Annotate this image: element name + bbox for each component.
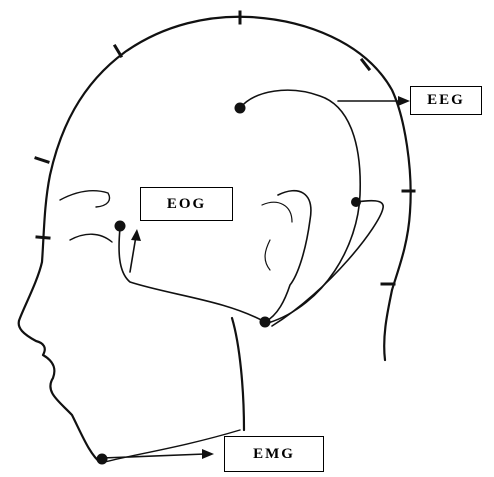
eeg-electrode — [235, 103, 246, 114]
tick-mark — [115, 46, 121, 56]
emg-electrode — [97, 454, 108, 465]
neck-line — [232, 318, 244, 430]
eeg-lead-secondary — [272, 201, 383, 326]
jaw-line — [101, 430, 240, 463]
eyebrow — [60, 191, 110, 207]
eye — [70, 234, 112, 242]
tick-mark — [37, 237, 49, 238]
reference-electrode — [260, 317, 271, 328]
head-outline — [19, 17, 411, 463]
emg-label: EMG — [224, 436, 324, 472]
emg-connector — [102, 454, 205, 458]
eeg-arrowhead — [398, 96, 410, 106]
ear-inner — [262, 202, 292, 270]
eog-arrowhead — [131, 229, 141, 241]
eog-lead — [119, 228, 265, 322]
eeg-lead — [240, 90, 360, 323]
eog-arrow-shaft — [130, 236, 136, 272]
eeg-electrode-secondary — [351, 197, 361, 207]
emg-arrowhead — [202, 449, 214, 459]
eog-label: EOG — [140, 187, 233, 221]
eog-electrode — [115, 221, 126, 232]
eeg-label: EEG — [410, 86, 482, 115]
tick-mark — [36, 158, 48, 162]
